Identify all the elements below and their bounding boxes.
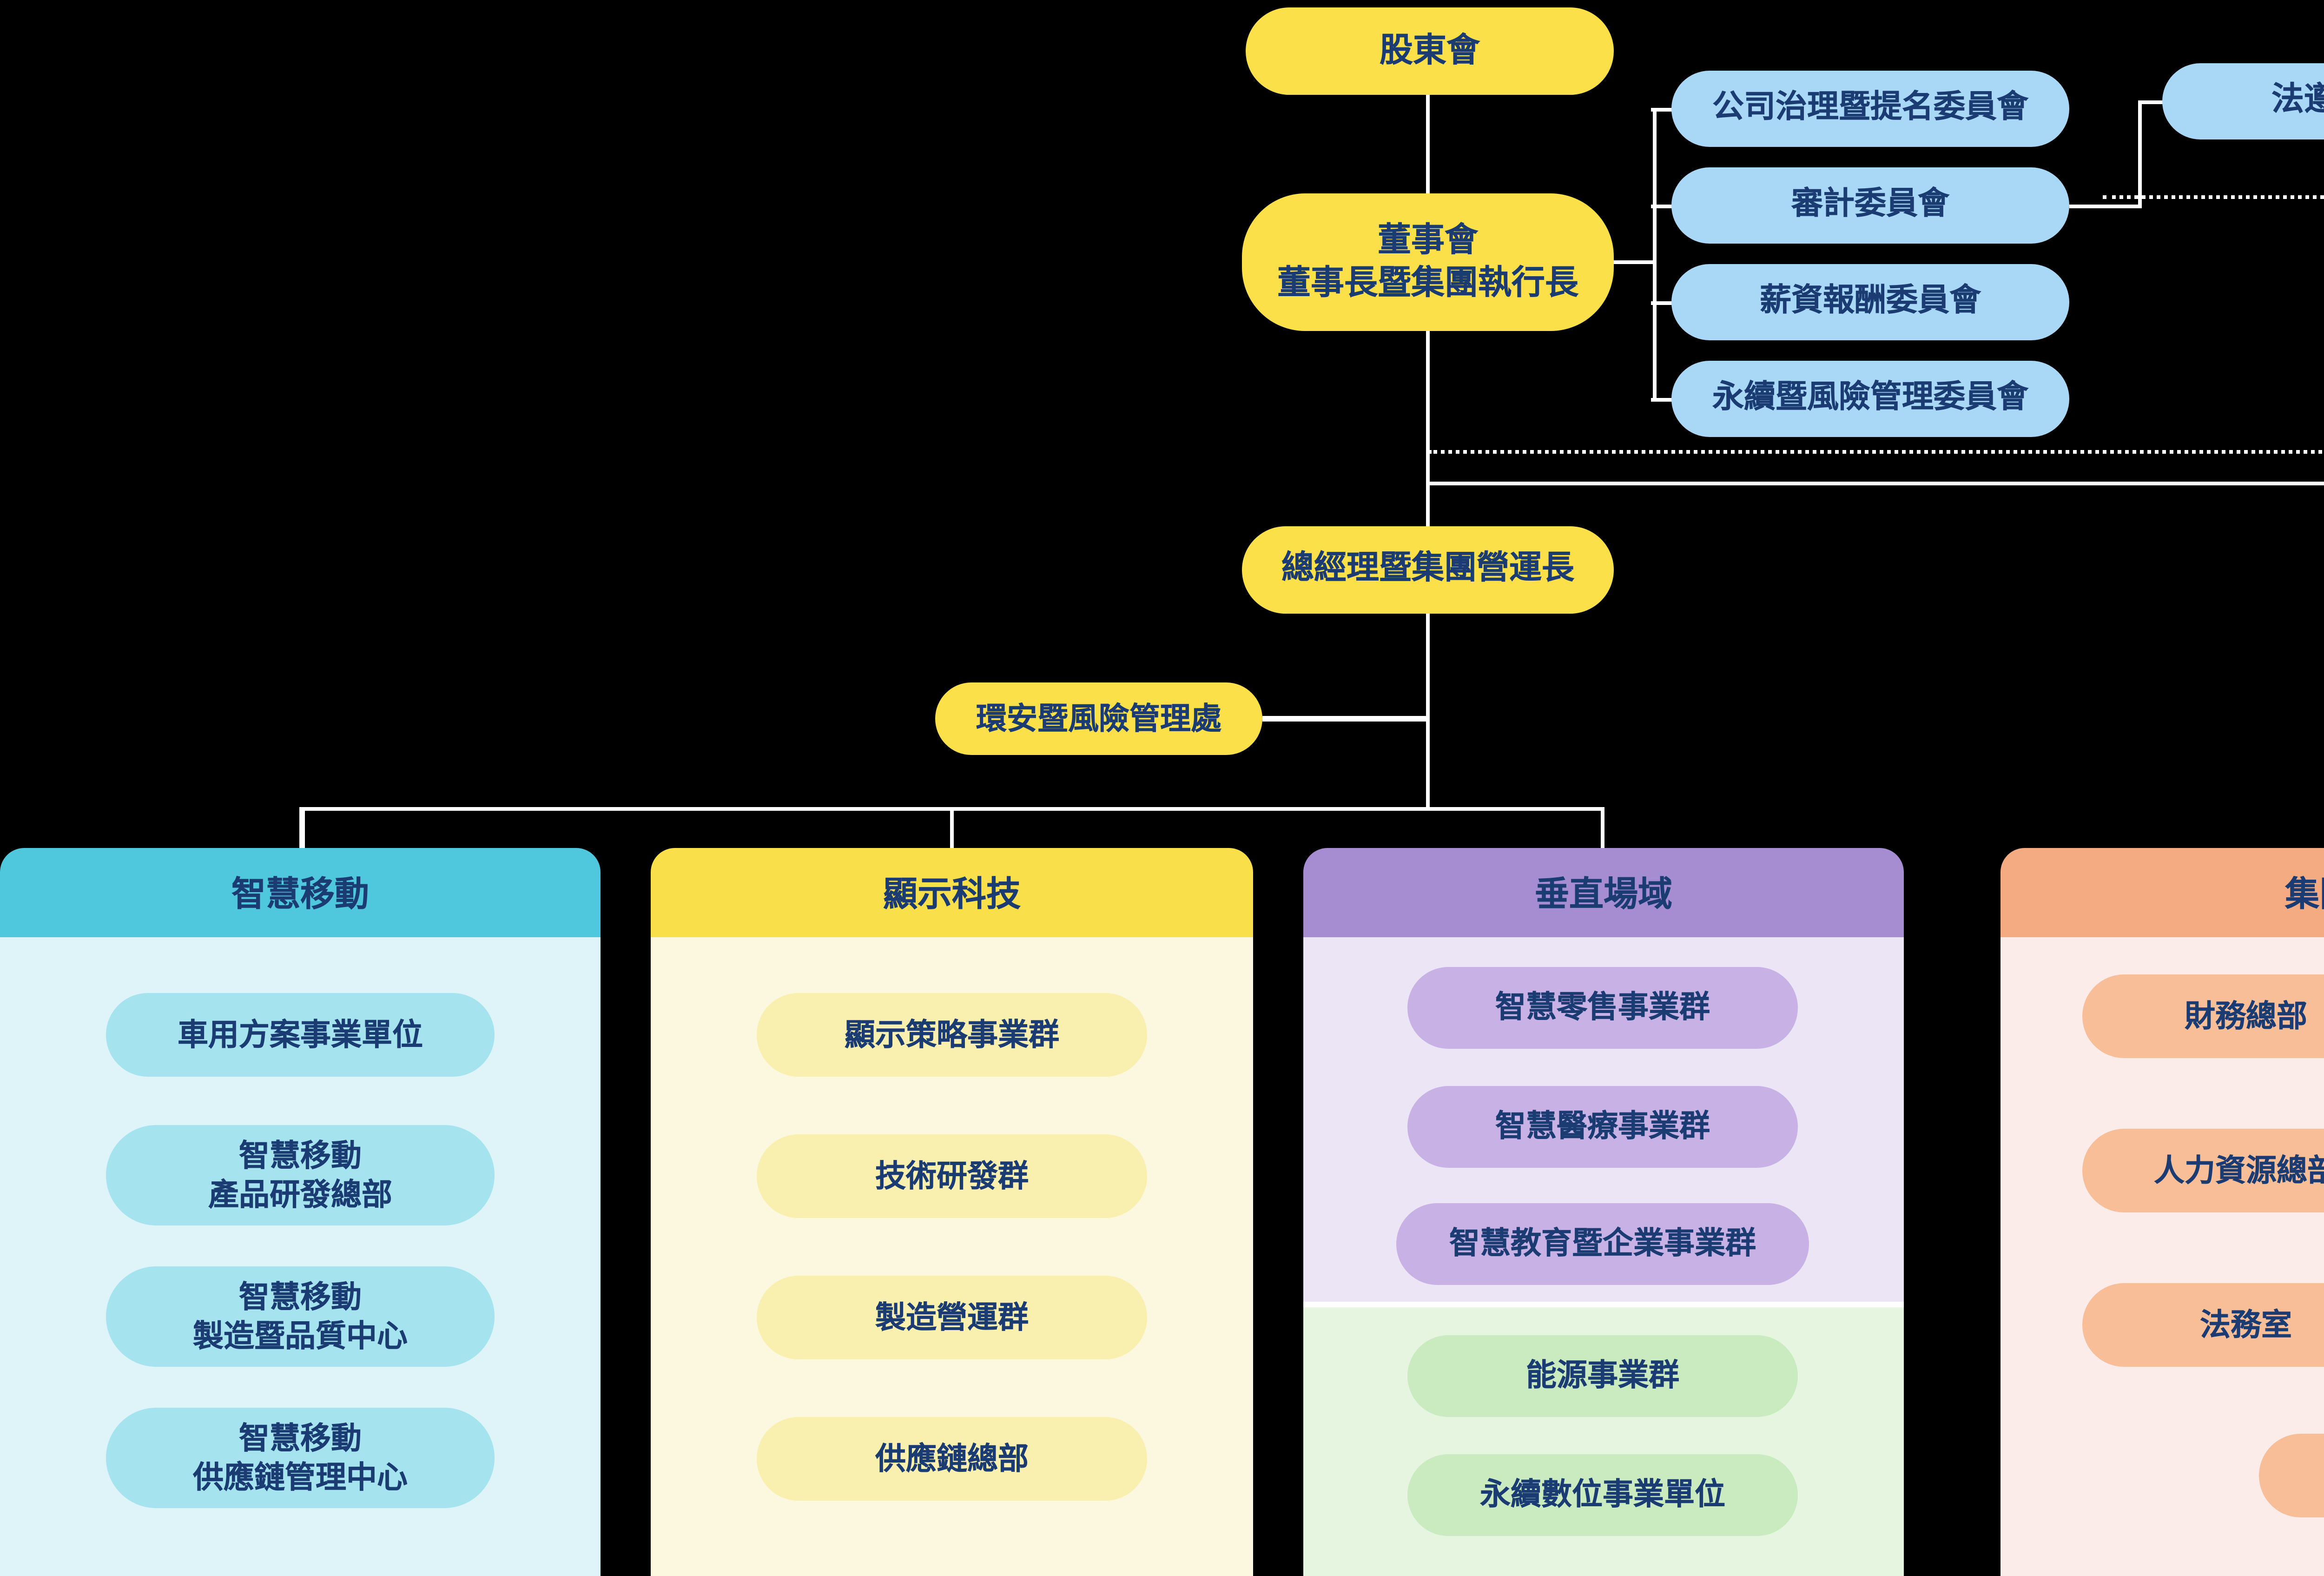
unit-legal-office: 法務室 bbox=[2082, 1283, 2324, 1367]
committee-compensation: 薪資報酬委員會 bbox=[1671, 264, 2069, 340]
node-president-coo: 總經理暨集團營運長 bbox=[1242, 526, 1614, 614]
unit-sustainable-digital: 永續數位事業單位 bbox=[1407, 1454, 1798, 1536]
dotted-audit-to-edge bbox=[2103, 195, 2324, 199]
unit-human-resources-hq: 人力資源總部 bbox=[2082, 1129, 2324, 1212]
unit-mobility-product-rd: 智慧移動 產品研發總部 bbox=[106, 1125, 495, 1225]
unit-smart-medical: 智慧醫療事業群 bbox=[1407, 1085, 1798, 1167]
group-header-vertical-domains: 垂直場域 bbox=[1303, 848, 1904, 937]
unit-automotive-solutions: 車用方案事業單位 bbox=[106, 993, 495, 1077]
committee-governance-nomination: 公司治理暨提名委員會 bbox=[1671, 71, 2069, 147]
connector-committee-stub-3 bbox=[1651, 300, 1673, 305]
connector-drop-vertical bbox=[1600, 806, 1604, 848]
node-shareholders-meeting: 股東會 bbox=[1246, 7, 1614, 95]
connector-audit-up bbox=[2137, 99, 2142, 208]
connector-shareholders-board bbox=[1425, 95, 1430, 193]
group-header-operations-support: 集團營運支援單位 bbox=[2000, 848, 2324, 937]
unit-energy-business: 能源事業群 bbox=[1407, 1335, 1798, 1417]
unit-mobility-mfg-quality: 智慧移動 製造暨品質中心 bbox=[106, 1266, 495, 1367]
group-header-display-tech: 顯示科技 bbox=[651, 848, 1253, 937]
unit-mobility-supply-chain: 智慧移動 供應鏈管理中心 bbox=[106, 1408, 495, 1508]
unit-audit-management: 稽核管理處 bbox=[2259, 1434, 2324, 1517]
connector-president-down bbox=[1425, 614, 1430, 808]
connector-board-president bbox=[1425, 331, 1430, 526]
unit-supply-chain-hq: 供應鏈總部 bbox=[757, 1417, 1147, 1501]
connector-ehs bbox=[1262, 716, 1426, 721]
connector-committee-stub-2 bbox=[1651, 204, 1673, 208]
unit-technology-rd: 技術研發群 bbox=[757, 1134, 1147, 1218]
committee-audit: 審計委員會 bbox=[1671, 167, 2069, 244]
divider-vertical-energy bbox=[1303, 1301, 1904, 1306]
node-ehs-risk-management: 環安暨風險管理處 bbox=[935, 682, 1262, 755]
connector-committee-stub-4 bbox=[1651, 397, 1673, 402]
node-board-of-directors: 董事會 董事長暨集團執行長 bbox=[1242, 193, 1614, 331]
group-header-smart-mobility: 智慧移動 bbox=[0, 848, 601, 937]
connector-drop-display bbox=[949, 806, 954, 848]
node-chief-compliance-counsel: 法遵總顧問 bbox=[2162, 63, 2324, 139]
connector-to-compliance bbox=[2138, 99, 2164, 104]
committee-sustainability-risk: 永續暨風險管理委員會 bbox=[1671, 361, 2069, 437]
unit-smart-education-enterprise: 智慧教育暨企業事業群 bbox=[1396, 1203, 1809, 1285]
connector-committee-bracket bbox=[1652, 107, 1657, 402]
connector-audit-right bbox=[2069, 204, 2142, 208]
connector-drop-mobility bbox=[299, 806, 304, 848]
unit-display-strategy: 顯示策略事業群 bbox=[757, 993, 1147, 1077]
connector-branch-support-h bbox=[1425, 481, 2324, 485]
dotted-compliance-back bbox=[1428, 449, 2324, 453]
unit-smart-retail: 智慧零售事業群 bbox=[1407, 967, 1798, 1049]
unit-manufacturing-ops: 製造營運群 bbox=[757, 1276, 1147, 1359]
unit-finance-hq: 財務總部 bbox=[2082, 974, 2324, 1058]
connector-board-bracket bbox=[1614, 259, 1655, 264]
connector-committee-stub-1 bbox=[1651, 107, 1673, 112]
